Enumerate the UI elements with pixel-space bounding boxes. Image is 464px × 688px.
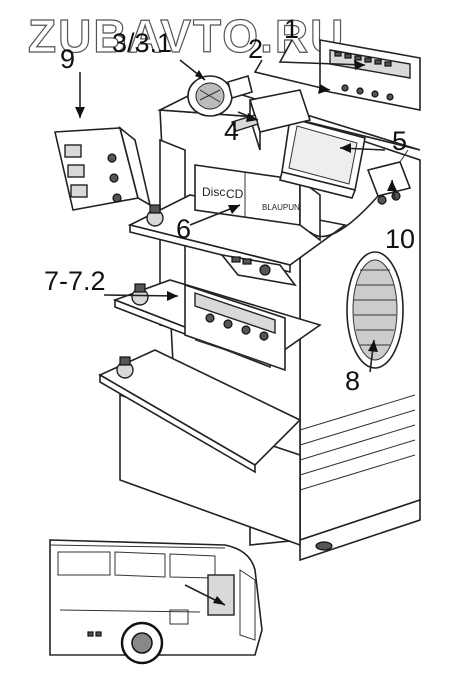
bus-illustration [49,539,263,665]
control-panel [319,39,421,111]
callout-10: 10 [385,224,415,254]
radio-unit [184,283,286,372]
amplifier-box [231,89,312,151]
arrowheads [75,60,397,352]
disc-label: Disc [202,185,225,199]
cabinet-foot [315,541,333,551]
speaker-grille [346,251,404,369]
watermark-text: ZUBAVTO.RU [28,10,345,62]
cd-label: CD [226,187,244,201]
leader-1 [278,39,366,66]
cd-changer-unit: Disc CD BLAUPUNKT [194,164,321,242]
shelf-bottom [98,349,302,474]
callout-3: 3/3.1 [112,28,172,58]
bus-rear-door [207,574,235,616]
callout-5: 5 [392,126,407,156]
leader-7 [103,294,179,297]
callout-6: 6 [176,214,191,244]
microphone [187,74,253,117]
remote-control [220,253,297,287]
callout-2: 2 [248,34,263,64]
callout-1: 1 [284,14,299,44]
shelf-latches [116,204,164,379]
callout-7: 7-7.2 [44,266,106,296]
callout-9: 9 [60,44,75,74]
connector-box [309,149,412,238]
callout-4: 4 [224,116,239,146]
leader-2 [253,59,331,91]
monitor [279,116,366,199]
callout-8: 8 [345,366,360,396]
wall-control-box [54,125,152,211]
brand-label: BLAUPUNKT [262,203,310,212]
